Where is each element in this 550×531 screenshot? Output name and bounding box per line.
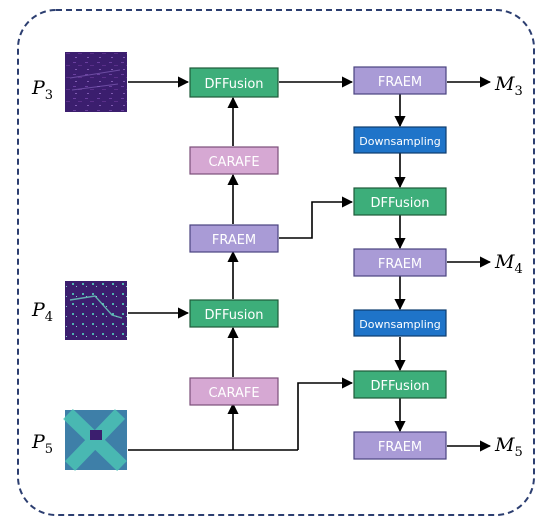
fraem-block-right-top: FRAEM xyxy=(353,66,447,95)
dffusion-block-top: DFFusion xyxy=(189,67,279,98)
carafe-block-bottom: CARAFE xyxy=(189,377,279,406)
input-label-p4: P4 xyxy=(31,299,53,325)
fraem-block-right-top-label: FRAEM xyxy=(378,75,422,90)
edge-p5-dffusion-right xyxy=(297,377,354,450)
output-label-m3: M3 xyxy=(494,73,523,99)
input-image-p3 xyxy=(65,52,127,112)
downsampling-block-bottom: Downsampling xyxy=(353,309,447,337)
dffusion-block-right-bottom: DFFusion xyxy=(353,370,447,399)
output-label-m4: M4 xyxy=(494,251,523,277)
downsampling-block-top-label: Downsampling xyxy=(359,135,440,148)
input-image-p5 xyxy=(63,408,127,472)
dffusion-block-mid-label: DFFusion xyxy=(204,308,263,323)
downsampling-block-bottom-label: Downsampling xyxy=(359,318,440,331)
input-image-p4 xyxy=(65,281,127,340)
fraem-block-left-label: FRAEM xyxy=(212,233,256,248)
edge-fraem-mid-dffusion-right xyxy=(279,196,354,239)
fraem-block-right-mid-label: FRAEM xyxy=(378,257,422,272)
dffusion-block-right-bottom-label: DFFusion xyxy=(370,379,429,394)
input-label-p5: P5 xyxy=(31,431,53,457)
dffusion-block-right-top-label: DFFusion xyxy=(370,196,429,211)
outer-frame xyxy=(17,9,535,516)
fraem-block-right-bottom-label: FRAEM xyxy=(378,440,422,455)
connectors xyxy=(128,76,492,452)
fraem-block-right-mid: FRAEM xyxy=(353,248,447,277)
carafe-block-top: CARAFE xyxy=(189,146,279,175)
dffusion-block-right-top: DFFusion xyxy=(353,187,447,216)
dffusion-block-top-label: DFFusion xyxy=(204,77,263,92)
dffusion-block-mid: DFFusion xyxy=(189,299,279,328)
output-label-m5: M5 xyxy=(494,434,523,460)
downsampling-block-top: Downsampling xyxy=(353,126,447,154)
fraem-block-right-bottom: FRAEM xyxy=(353,431,447,460)
carafe-block-top-label: CARAFE xyxy=(208,155,259,170)
input-label-p3: P3 xyxy=(31,77,53,103)
carafe-block-bottom-label: CARAFE xyxy=(208,386,259,401)
fraem-block-left: FRAEM xyxy=(189,224,279,253)
